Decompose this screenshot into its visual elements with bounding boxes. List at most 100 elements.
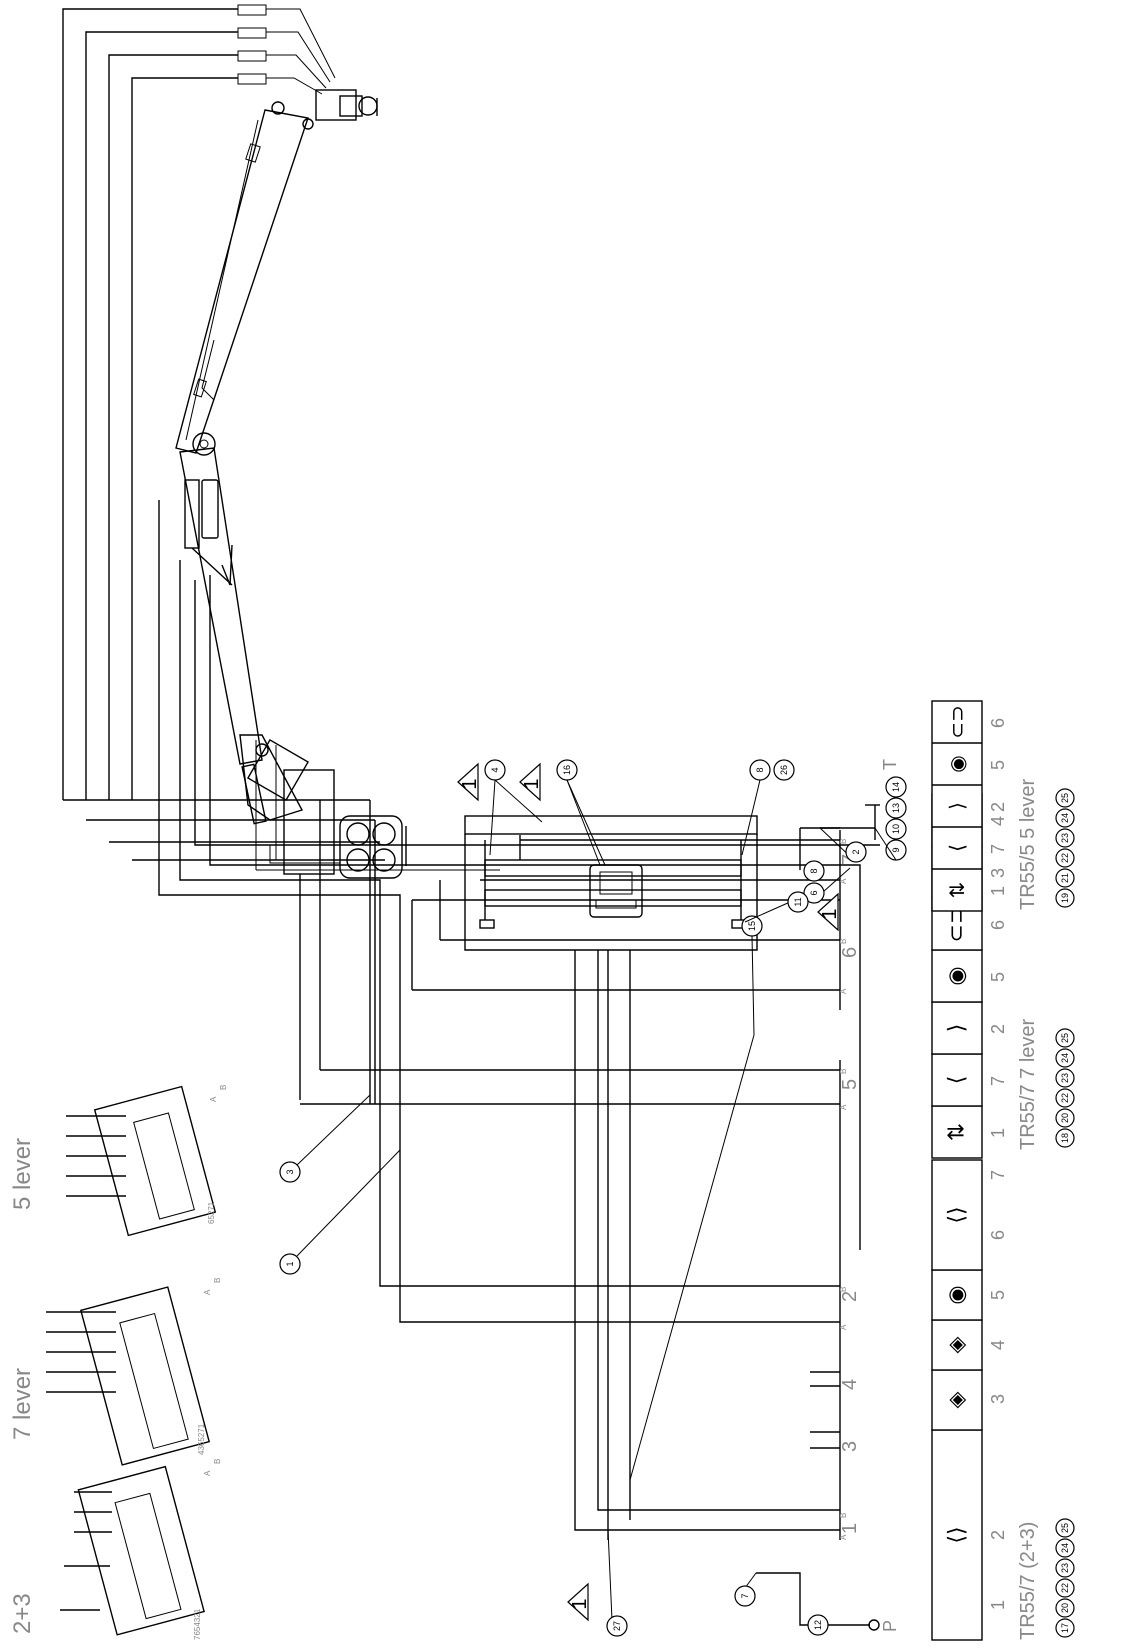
valve-5-port-numbers: 65271 — [207, 1201, 216, 1224]
valve-block-7: 4365271 A B — [46, 1278, 222, 1466]
t1-balloons: 17 20 22 23 24 25 — [1055, 1518, 1075, 1638]
label-2-3: 2+3 — [9, 1593, 36, 1634]
boom-icon: ⟩ — [945, 1024, 970, 1033]
section-number-5: 5 — [839, 1079, 861, 1090]
t1-col-6: 6 — [988, 1230, 1008, 1240]
balloon-15-text: 15 — [747, 921, 757, 931]
valve-2-3-b: B — [213, 1459, 222, 1464]
valve-block-2-3: 7654321 A B — [60, 1459, 222, 1640]
balloon-8a-text: 8 — [755, 767, 765, 772]
balloon-12 — [807, 1614, 829, 1636]
table-5-icons: ⇅ ⟨ ⟩ ◉ ⊂⊃ — [945, 705, 969, 898]
balloon-9-text: 9 — [891, 847, 901, 852]
boom-icon: ⟨ — [945, 1076, 970, 1085]
balloon-2 — [845, 841, 867, 863]
t1-col-7: 7 — [988, 1170, 1008, 1180]
warning-triangles: 1 1 1 1 — [457, 762, 841, 1622]
balloon-7-text: 7 — [740, 1593, 750, 1598]
t2-col-2: 7 — [988, 1076, 1008, 1086]
t2-balloon-18: 18 — [1060, 1133, 1070, 1143]
balloon-3 — [279, 1161, 301, 1183]
grapple-icon: ⟨⟩ — [945, 1526, 970, 1543]
balloon-26 — [773, 759, 795, 781]
balloon-13 — [885, 797, 907, 819]
balloon-1-text: 1 — [285, 1261, 295, 1266]
port-b-2: B — [839, 1287, 848, 1292]
rotator-icon: ◉ — [945, 966, 970, 985]
port-a-1: A — [839, 1534, 848, 1540]
boom-icon: ⟨ — [945, 844, 969, 852]
t1-col-2: 2 — [988, 1530, 1008, 1540]
valve-2-3-port-numbers: 7654321 — [193, 1608, 202, 1640]
t2-balloon-20: 20 — [1060, 1113, 1070, 1123]
balloon-10 — [885, 818, 907, 840]
label-7-lever: 7 lever — [9, 1368, 36, 1440]
rotator-icon: ◉ — [945, 755, 969, 772]
balloon-8-a — [749, 759, 771, 781]
section-labels: 1 2 3 4 5 6 7 A B A B A B A B A B — [839, 839, 861, 1540]
hose-runs — [63, 500, 880, 1531]
t1-col-4: 4 — [988, 1340, 1008, 1350]
valve-2-3-a: A — [203, 1470, 212, 1476]
top-hose-bundle — [62, 4, 336, 800]
t2-balloon-24: 24 — [1060, 1053, 1070, 1063]
balloon-27 — [606, 1615, 628, 1637]
t2-balloon-22: 22 — [1060, 1093, 1070, 1103]
table-title-2-3: TR55/7 (2+3) — [1017, 1522, 1039, 1640]
balloon-4-text: 4 — [490, 767, 500, 772]
section-number-2: 2 — [839, 1291, 861, 1302]
table-5-lever-box — [931, 700, 983, 912]
balloon-11 — [787, 891, 809, 913]
table-title-5-lever: TR55/5 5 lever — [1017, 778, 1039, 910]
section-number-1: 1 — [839, 1523, 861, 1534]
table-title-7-lever: TR55/7 7 lever — [1017, 1018, 1039, 1150]
section-number-3: 3 — [839, 1441, 861, 1452]
t2-col-6: 3 — [988, 868, 1008, 878]
t3-balloon-22: 22 — [1060, 853, 1070, 863]
t2-balloon-23: 23 — [1060, 1073, 1070, 1083]
port-a-5: A — [839, 1104, 848, 1110]
label-5-lever: 5 lever — [9, 1138, 36, 1210]
t2-col-1: 1 — [988, 1128, 1008, 1138]
t2-col-7: 4 — [988, 816, 1008, 826]
triangle-1-b: 1 — [521, 778, 543, 789]
t3-balloon-25: 25 — [1060, 793, 1070, 803]
section-number-6: 6 — [839, 947, 861, 958]
table-column-numbers: 1 2 3 4 5 6 7 1 7 2 5 6 3 4 — [988, 816, 1008, 1610]
port-b-1: B — [839, 1513, 848, 1518]
callouts: 3 1 15 2 9 10 13 14 6 8 8 26 4 — [279, 759, 907, 1637]
t1-balloon-23: 23 — [1060, 1563, 1070, 1573]
balloon-4 — [484, 759, 506, 781]
slewing-icon: ◈ — [945, 1391, 970, 1408]
t3-column-numbers: 1 7 2 5 6 — [988, 718, 1008, 896]
port-b-6: B — [839, 939, 848, 944]
extension-icon: ⇅ — [945, 882, 969, 899]
t3-balloons: 19 21 22 23 24 25 — [1055, 788, 1075, 908]
t3-col-2: 7 — [988, 844, 1008, 854]
balloon-8b-text: 8 — [809, 868, 819, 873]
grapple-icon: ⊂⊃ — [945, 705, 969, 739]
t1-balloon-17: 17 — [1060, 1623, 1070, 1633]
balloon-13-text: 13 — [891, 803, 901, 813]
balloon-27-text: 27 — [612, 1621, 622, 1631]
table-2-3 — [931, 1159, 983, 1641]
crane-arm — [175, 109, 407, 1100]
balloon-26-text: 26 — [779, 765, 789, 775]
balloon-14 — [885, 776, 907, 798]
t1-balloon-22: 22 — [1060, 1583, 1070, 1593]
balloon-1 — [279, 1253, 301, 1275]
balloon-10-text: 10 — [891, 824, 901, 834]
t3-balloon-21: 21 — [1060, 873, 1070, 883]
slewing-icon: ◈ — [945, 1336, 970, 1353]
port-a-2: A — [839, 1324, 848, 1330]
port-a-7: A — [839, 878, 848, 884]
t1-col-5: 5 — [988, 1290, 1008, 1300]
t3-col-5: 6 — [988, 718, 1008, 728]
t1-balloon-25: 25 — [1060, 1523, 1070, 1533]
balloon-8-b — [803, 860, 825, 882]
t3-col-4: 5 — [988, 760, 1008, 770]
port-b-5: B — [839, 1069, 848, 1074]
balloon-16-text: 16 — [562, 765, 572, 775]
section-number-4: 4 — [839, 1379, 861, 1390]
t2-balloon-25: 25 — [1060, 1033, 1070, 1043]
